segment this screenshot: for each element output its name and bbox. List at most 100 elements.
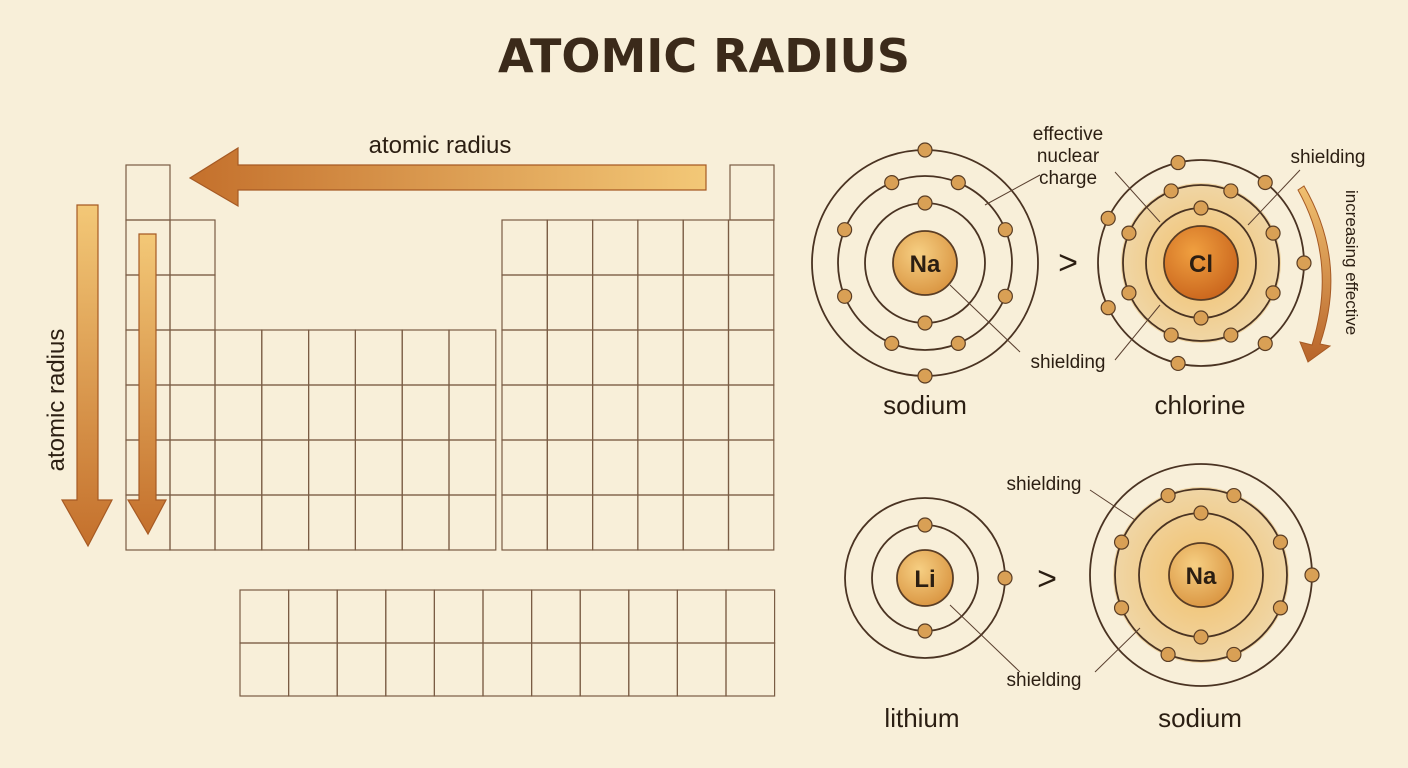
table-cell — [308, 384, 357, 441]
vertical-atomic-radius-arrows: atomic radius — [43, 204, 167, 548]
table-cell — [308, 439, 357, 496]
table-cell — [336, 642, 387, 697]
table-cell — [169, 384, 216, 441]
electron — [917, 623, 933, 639]
table-cell — [682, 274, 730, 331]
electron — [1170, 355, 1186, 372]
electron — [1265, 225, 1281, 241]
table-cell — [682, 439, 730, 496]
leader-lines — [949, 169, 1301, 673]
electron — [917, 315, 933, 331]
table-cell — [261, 494, 310, 551]
table-cell — [433, 642, 484, 697]
electron — [1193, 629, 1209, 645]
atom-name-chlorine: chlorine — [1154, 390, 1245, 420]
table-cell — [261, 384, 310, 441]
electron — [1193, 310, 1209, 326]
table-cell — [169, 494, 216, 551]
table-cell — [239, 642, 290, 697]
table-cell — [308, 329, 357, 386]
relation-greater-than: > — [1058, 244, 1078, 282]
table-cell — [336, 589, 387, 644]
table-cell — [546, 274, 594, 331]
electron — [1272, 534, 1289, 550]
table-cell — [591, 329, 639, 386]
electron — [1226, 487, 1242, 504]
table-cell — [682, 219, 730, 276]
table-cell — [482, 642, 533, 697]
curved-increasing-arrow — [1297, 185, 1332, 363]
electron — [917, 368, 933, 384]
table-cell — [727, 329, 775, 386]
shielding-label: shielding — [1007, 474, 1082, 495]
table-cell — [591, 274, 639, 331]
nucleus — [896, 549, 954, 607]
electron — [1121, 225, 1137, 241]
table-cell — [169, 219, 216, 276]
table-cell — [637, 384, 684, 441]
table-cell — [354, 384, 403, 441]
table-cell — [169, 329, 216, 386]
table-cell — [546, 439, 594, 496]
electron — [1163, 183, 1179, 199]
electron — [950, 175, 966, 191]
table-cell — [239, 589, 290, 644]
element-symbol: Cl — [1189, 251, 1213, 278]
table-cell — [448, 329, 497, 386]
table-cell — [501, 494, 548, 551]
table-cell — [354, 494, 403, 551]
nucleus — [892, 230, 958, 296]
table-cell — [591, 384, 639, 441]
atom-name-sodium: sodium — [1158, 703, 1242, 733]
table-cell — [727, 219, 775, 276]
table-cell — [261, 329, 310, 386]
table-cell — [401, 494, 450, 551]
electron — [1160, 487, 1176, 504]
table-cell — [546, 384, 594, 441]
curved-arrow-label: increasing effective — [1342, 190, 1361, 335]
table-cell — [433, 589, 484, 644]
electron — [884, 335, 900, 351]
electron — [917, 195, 933, 211]
table-cell — [501, 384, 548, 441]
electron — [884, 175, 900, 191]
table-cell — [725, 642, 776, 697]
element-symbol: Li — [914, 566, 935, 593]
electron — [1163, 327, 1179, 343]
electron — [1193, 200, 1209, 216]
table-cell — [501, 439, 548, 496]
shielding-label: shielding — [1007, 670, 1082, 691]
table-cell — [385, 589, 435, 644]
table-cell — [401, 329, 450, 386]
table-cell — [591, 494, 639, 551]
label-line: charge — [1039, 168, 1097, 189]
table-cell — [676, 589, 727, 644]
table-cell — [727, 494, 775, 551]
periodic-table-grid — [125, 164, 776, 697]
table-cell — [546, 219, 594, 276]
electron — [917, 142, 933, 158]
table-cell — [501, 274, 548, 331]
shielding-label: shielding — [1031, 352, 1106, 373]
curved-arrow-icon — [1297, 185, 1332, 363]
table-cell — [125, 164, 171, 221]
table-cell — [579, 589, 630, 644]
electron — [1100, 300, 1116, 316]
table-cell — [628, 642, 678, 697]
electron — [1272, 600, 1289, 616]
electron — [1223, 183, 1239, 199]
electron — [1193, 505, 1209, 521]
electron — [837, 288, 853, 304]
electron — [1257, 335, 1273, 352]
page-title: ATOMIC RADIUS — [498, 29, 910, 83]
table-cell — [727, 274, 775, 331]
table-cell — [169, 274, 216, 331]
table-cell — [591, 219, 639, 276]
table-cell — [628, 589, 678, 644]
nucleus — [1163, 225, 1239, 301]
